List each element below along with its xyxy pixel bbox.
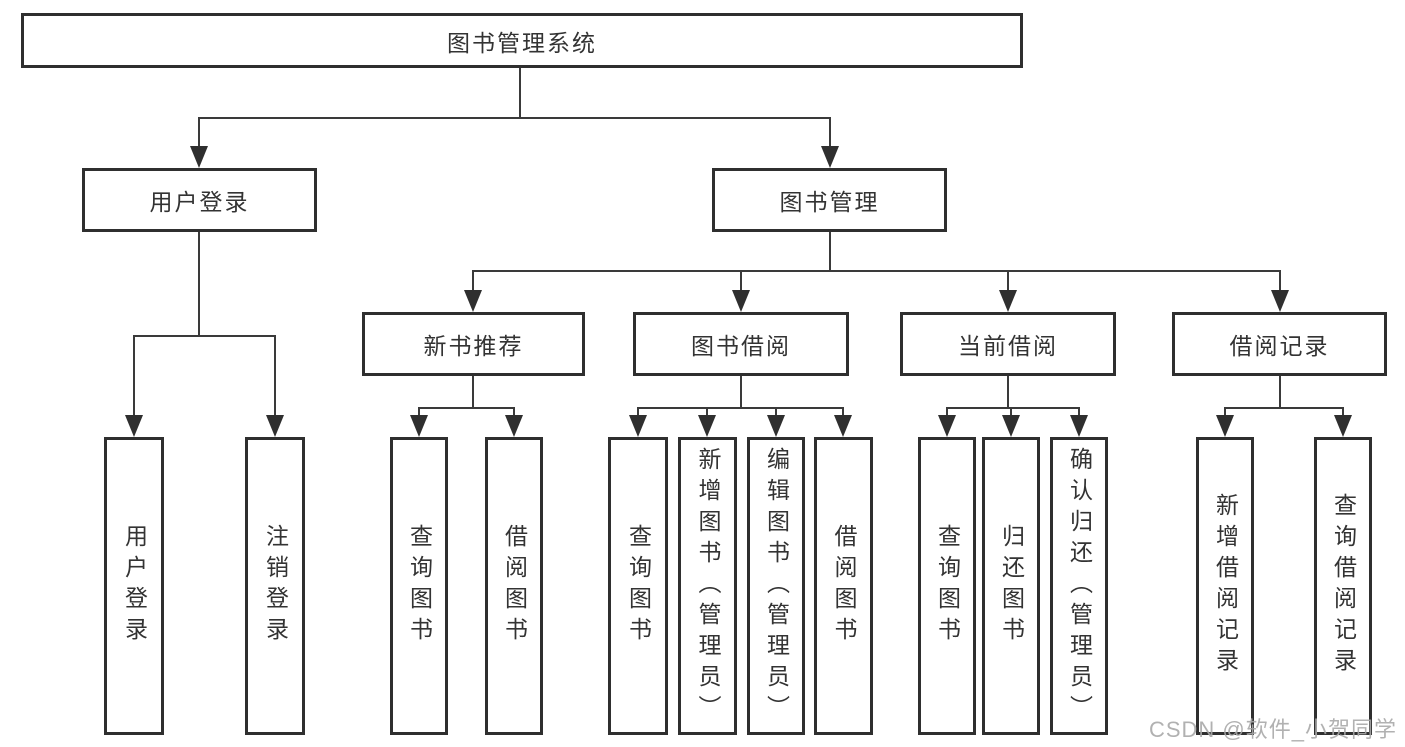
node-borrow-records-label: 借阅记录 (1229, 333, 1330, 359)
leaf-borrow-books-2: 借阅图书 (814, 437, 873, 735)
leaf-confirm-return-admin-label: 确认归还（管理员） (1066, 446, 1093, 726)
leaf-edit-book-admin: 编辑图书（管理员） (747, 437, 805, 735)
leaf-confirm-return-admin: 确认归还（管理员） (1050, 437, 1108, 735)
arrow-down-icon (1002, 415, 1020, 437)
leaf-borrow-books-1-label: 借阅图书 (501, 524, 528, 648)
arrow-down-icon (125, 415, 143, 437)
leaf-borrow-books-2-label: 借阅图书 (831, 524, 857, 648)
connector-line (133, 335, 276, 337)
arrow-down-icon (505, 415, 523, 437)
arrow-down-icon (698, 415, 716, 437)
connector-line (775, 408, 777, 417)
connector-line (740, 271, 742, 293)
node-book-management: 图书管理 (712, 168, 947, 232)
leaf-add-borrow-record-label: 新增借阅记录 (1212, 493, 1239, 679)
arrow-down-icon (767, 415, 785, 437)
node-new-book-recommend: 新书推荐 (362, 312, 585, 376)
connector-line (1010, 408, 1012, 417)
arrow-down-icon (1271, 290, 1289, 312)
connector-line (637, 408, 639, 417)
leaf-user-login: 用户登录 (104, 437, 164, 735)
arrow-down-icon (464, 290, 482, 312)
connector-line (472, 271, 474, 293)
arrow-down-icon (1070, 415, 1088, 437)
node-current-borrow: 当前借阅 (900, 312, 1116, 376)
arrow-down-icon (834, 415, 852, 437)
arrow-down-icon (999, 290, 1017, 312)
connector-line (946, 408, 948, 417)
arrow-down-icon (1334, 415, 1352, 437)
connector-line (1279, 271, 1281, 293)
leaf-return-book: 归还图书 (982, 437, 1040, 735)
leaf-add-book-admin-label: 新增图书（管理员） (695, 446, 721, 726)
connector-line (740, 376, 742, 408)
leaf-query-books-1: 查询图书 (390, 437, 448, 735)
watermark: CSDN @软件_小贺同学 (1148, 717, 1397, 742)
connector-line (1224, 408, 1226, 417)
connector-line (513, 408, 515, 417)
node-root: 图书管理系统 (21, 13, 1023, 68)
connector-line (519, 68, 521, 118)
leaf-add-borrow-record: 新增借阅记录 (1196, 437, 1254, 735)
node-book-management-label: 图书管理 (779, 189, 880, 215)
arrow-down-icon (732, 290, 750, 312)
node-root-label: 图书管理系统 (447, 29, 597, 56)
leaf-borrow-books-1: 借阅图书 (485, 437, 543, 735)
connector-line (829, 232, 831, 271)
connector-line (842, 408, 844, 417)
arrow-down-icon (266, 415, 284, 437)
arrow-down-icon (410, 415, 428, 437)
node-book-borrow: 图书借阅 (633, 312, 849, 376)
connector-line (1279, 376, 1281, 408)
connector-line (198, 117, 831, 119)
arrow-down-icon (190, 146, 208, 168)
connector-line (706, 408, 708, 417)
connector-line (274, 336, 276, 417)
connector-line (418, 408, 420, 417)
leaf-query-borrow-record-label: 查询借阅记录 (1330, 493, 1357, 679)
connector-line (1007, 376, 1009, 408)
connector-line (1007, 271, 1009, 293)
connector-line (198, 118, 200, 150)
leaf-edit-book-admin-label: 编辑图书（管理员） (763, 446, 790, 726)
connector-line (637, 407, 844, 409)
leaf-query-books-2-label: 查询图书 (625, 524, 652, 648)
connector-line (1078, 408, 1080, 417)
leaf-query-books-3-label: 查询图书 (934, 524, 961, 648)
connector-line (472, 270, 1281, 272)
connector-line (418, 407, 515, 409)
leaf-query-books-2: 查询图书 (608, 437, 668, 735)
leaf-user-login-label: 用户登录 (121, 524, 148, 648)
leaf-add-book-admin: 新增图书（管理员） (678, 437, 737, 735)
arrow-down-icon (821, 146, 839, 168)
node-user-login-label: 用户登录 (149, 189, 250, 215)
arrow-down-icon (629, 415, 647, 437)
node-book-borrow-label: 图书借阅 (691, 333, 791, 359)
arrow-down-icon (1216, 415, 1234, 437)
connector-line (472, 376, 474, 408)
connector-line (133, 336, 135, 417)
leaf-logout-label: 注销登录 (262, 524, 289, 648)
leaf-query-borrow-record: 查询借阅记录 (1314, 437, 1372, 735)
leaf-query-books-3: 查询图书 (918, 437, 976, 735)
connector-line (1342, 408, 1344, 417)
node-current-borrow-label: 当前借阅 (958, 333, 1058, 359)
arrow-down-icon (938, 415, 956, 437)
node-new-book-recommend-label: 新书推荐 (423, 333, 524, 359)
node-user-login: 用户登录 (82, 168, 317, 232)
connector-line (946, 407, 1080, 409)
leaf-query-books-1-label: 查询图书 (406, 524, 433, 648)
connector-line (829, 118, 831, 150)
leaf-return-book-label: 归还图书 (998, 524, 1025, 648)
node-borrow-records: 借阅记录 (1172, 312, 1387, 376)
connector-line (198, 232, 200, 336)
connector-line (1224, 407, 1344, 409)
leaf-logout: 注销登录 (245, 437, 305, 735)
